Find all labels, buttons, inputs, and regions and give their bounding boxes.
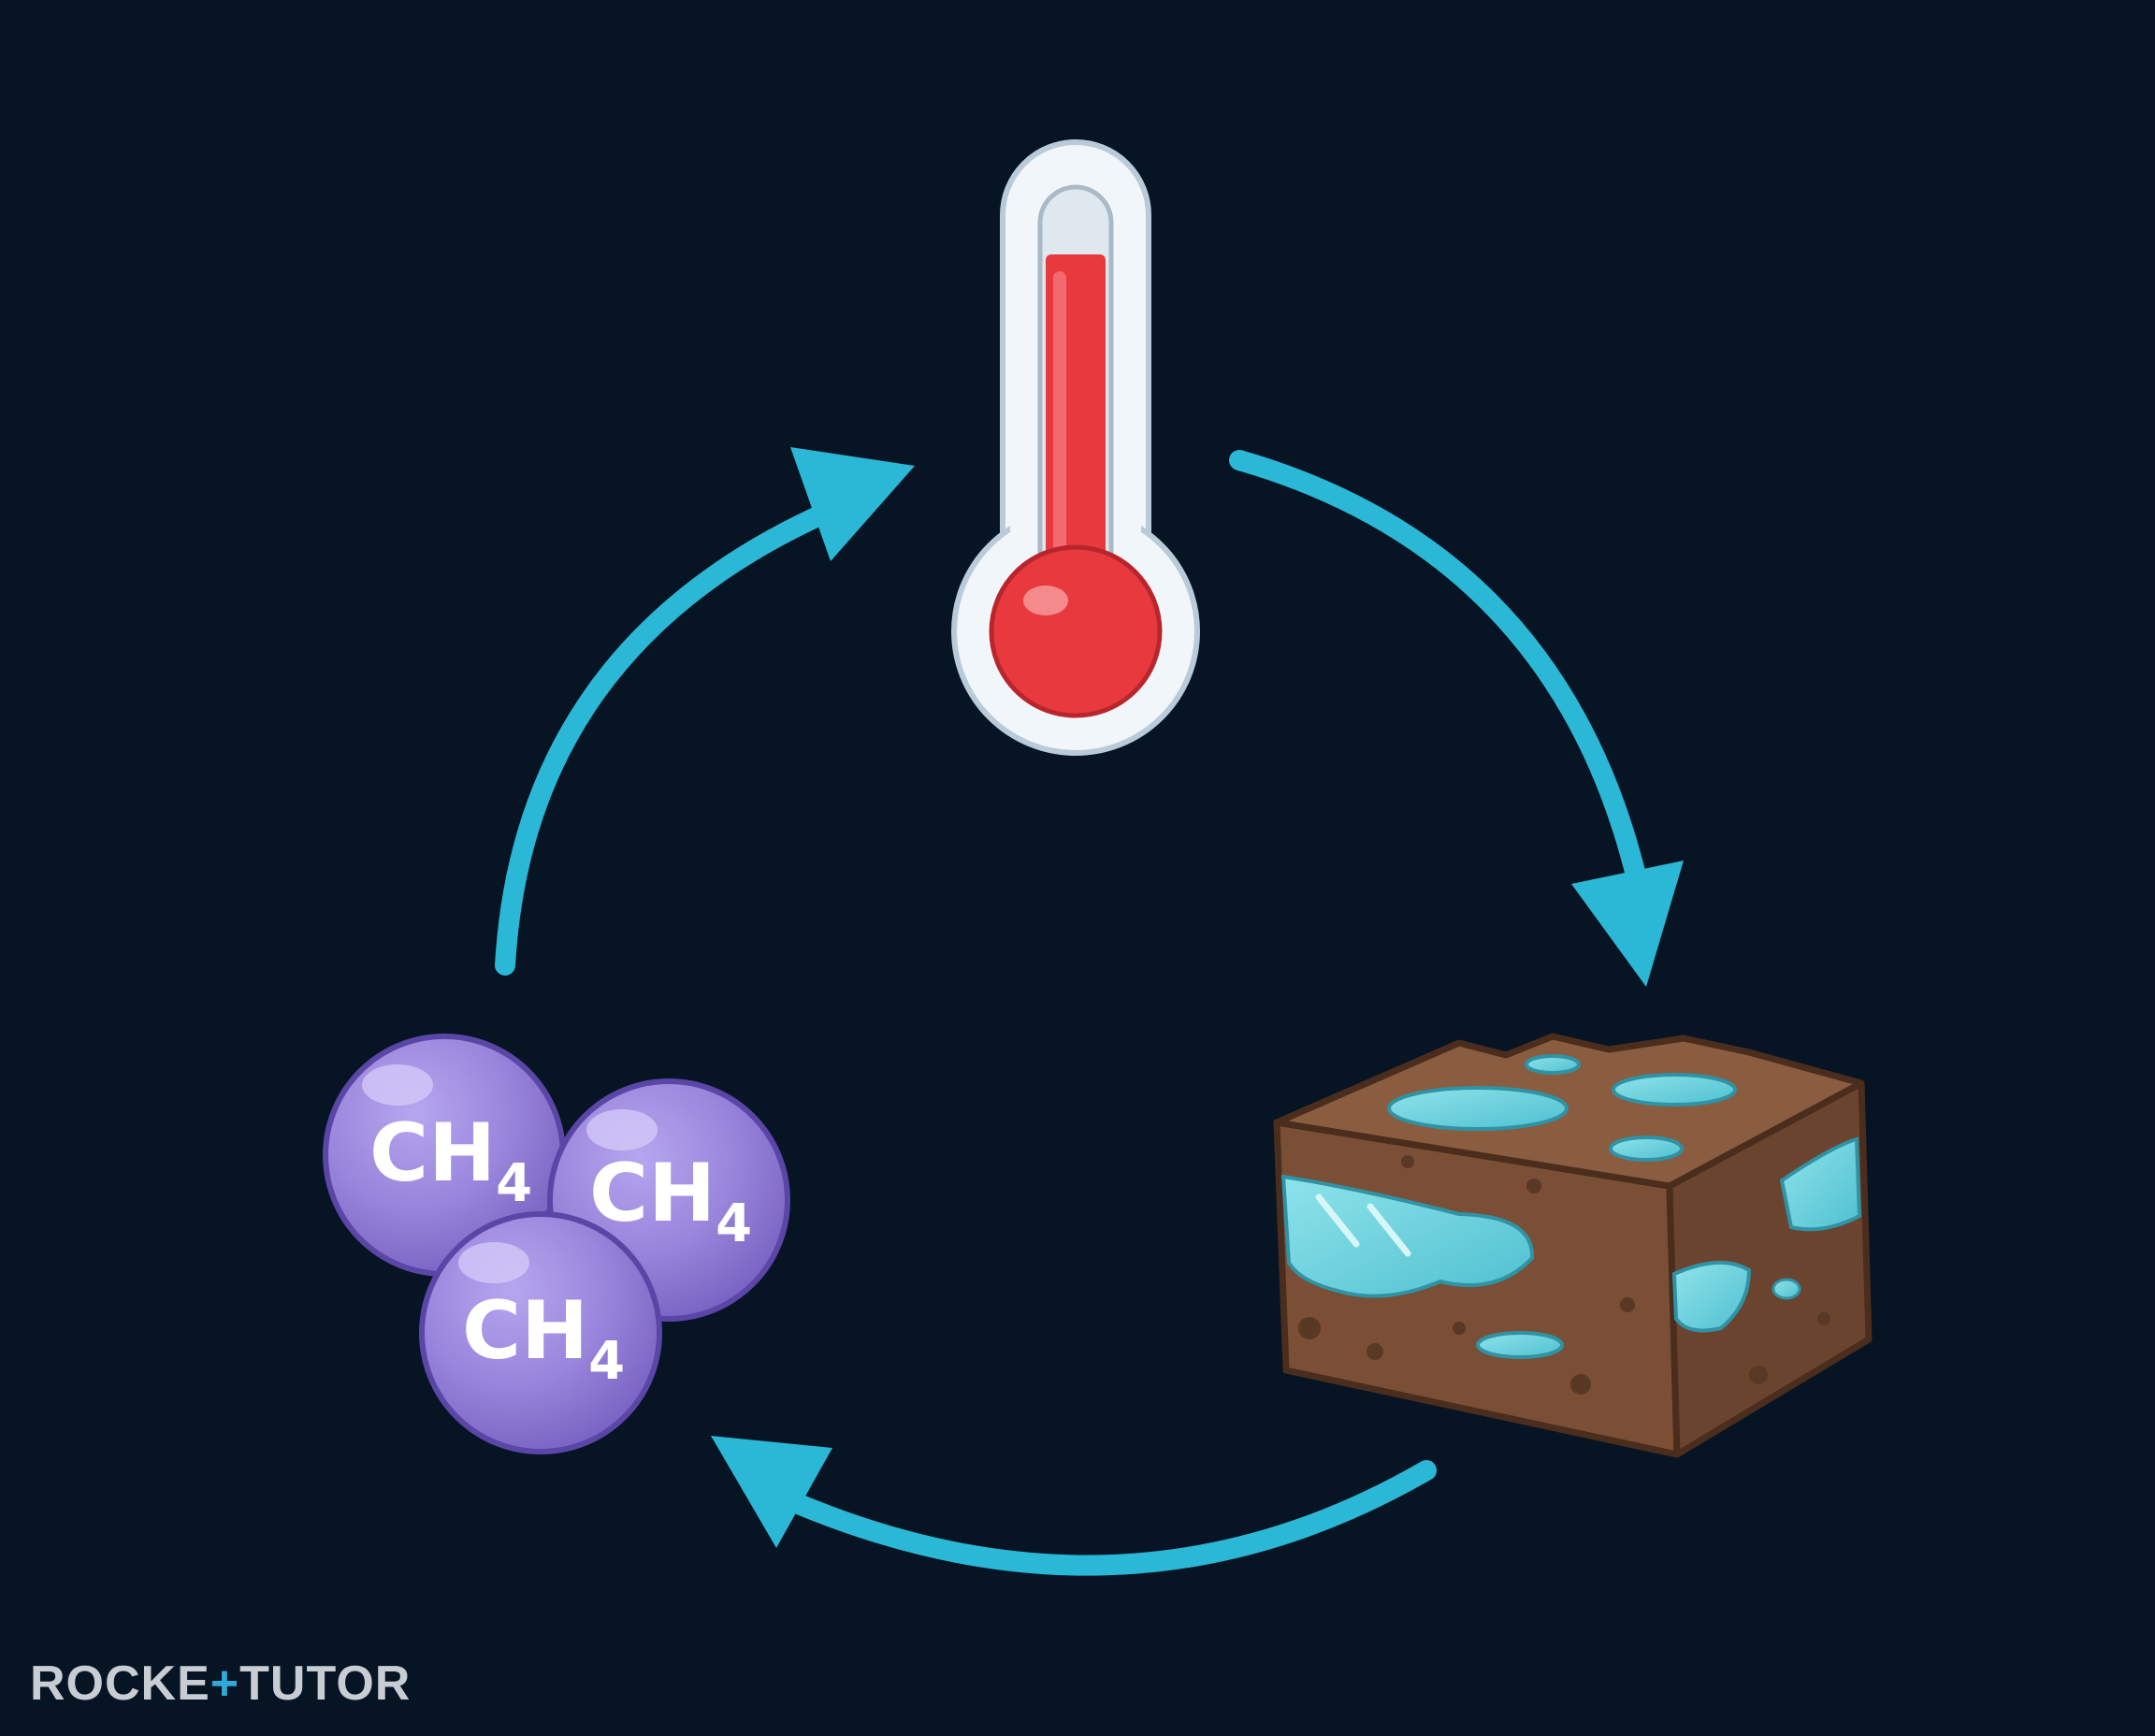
brand-plus: + <box>210 1656 240 1711</box>
svg-text:CH4: CH4 <box>462 1284 625 1392</box>
svg-text:CH4: CH4 <box>589 1147 752 1254</box>
molecule-subscript: 4 <box>716 1194 752 1254</box>
molecule-formula: CH <box>462 1284 588 1378</box>
thermometer-icon <box>951 139 1200 756</box>
brand-text-part1: ROCKE <box>30 1656 210 1711</box>
arrow-methane-to-thermometer <box>495 447 915 976</box>
methane-molecule-3: CH4 <box>419 1211 662 1454</box>
brand-text-part2: TUTOR <box>239 1656 412 1711</box>
arrow-thermometer-to-hydrate <box>1229 450 1684 987</box>
molecule-subscript: 4 <box>496 1153 532 1214</box>
hydrate-sediment-block-icon <box>1273 1033 1873 1458</box>
molecule-formula: CH <box>589 1147 716 1240</box>
molecule-formula: CH <box>369 1107 496 1200</box>
arrow-hydrate-to-methane <box>711 1436 1437 1576</box>
brand-logo: ROCKE+TUTOR <box>30 1656 411 1712</box>
molecule-subscript: 4 <box>588 1331 625 1392</box>
svg-text:CH4: CH4 <box>369 1107 532 1214</box>
